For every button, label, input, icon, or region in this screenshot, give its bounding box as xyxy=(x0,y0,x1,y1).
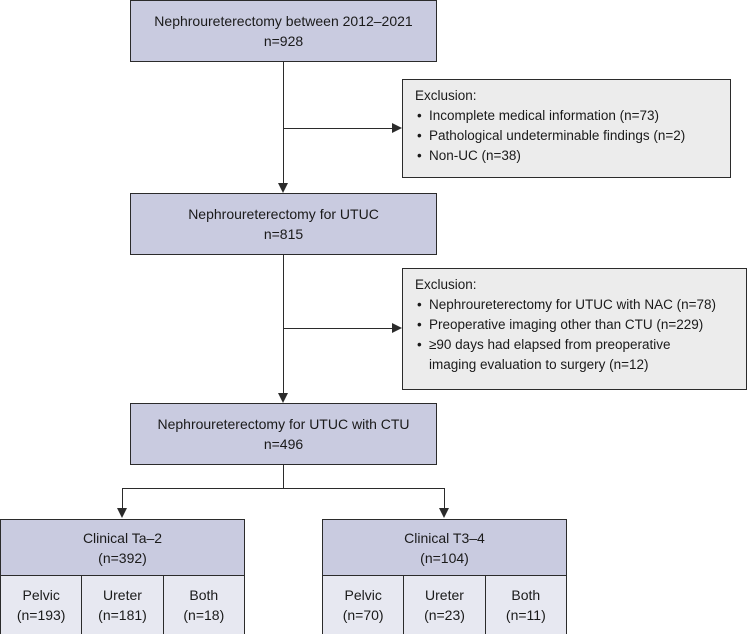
connector-split-left xyxy=(122,488,123,508)
group1-cell-both: Both (n=18) xyxy=(164,576,244,634)
cell-count: (n=11) xyxy=(505,607,546,623)
cell-label: Ureter xyxy=(425,587,464,603)
cell-label: Pelvic xyxy=(22,587,60,603)
group1-header: Clinical Ta–2 (n=392) xyxy=(1,520,244,576)
group2-count: (n=104) xyxy=(420,549,469,566)
step1-box: Nephroureterectomy between 2012–2021 n=9… xyxy=(130,0,437,62)
arrow-to-group2 xyxy=(439,508,449,518)
exclusion1-item: Non-UC (n=38) xyxy=(415,146,720,166)
group2-cells: Pelvic (n=70) Ureter (n=23) Both (n=11) xyxy=(323,576,566,634)
connector-exclusion2 xyxy=(283,328,392,329)
cell-count: (n=70) xyxy=(342,607,384,623)
step2-box: Nephroureterectomy for UTUC n=815 xyxy=(130,193,437,255)
connector-split-right xyxy=(444,488,445,508)
exclusion1-item: Incomplete medical information (n=73) xyxy=(415,106,720,126)
group-clinical-t34: Clinical T3–4 (n=104) Pelvic (n=70) Uret… xyxy=(322,519,567,634)
cell-label: Pelvic xyxy=(344,587,382,603)
group1-cells: Pelvic (n=193) Ureter (n=181) Both (n=18… xyxy=(1,576,244,634)
exclusion2-item: ≥90 days had elapsed from preoperative i… xyxy=(415,335,719,375)
step3-count: n=496 xyxy=(263,436,304,452)
connector-step1-step2 xyxy=(283,62,284,183)
exclusion1-list: Incomplete medical information (n=73) Pa… xyxy=(415,106,720,166)
cell-count: (n=18) xyxy=(183,607,225,623)
exclusion1-box: Exclusion: Incomplete medical informatio… xyxy=(402,79,731,178)
arrow-to-group1 xyxy=(117,508,127,518)
group1-cell-ureter: Ureter (n=181) xyxy=(82,576,164,634)
arrow-to-step3 xyxy=(278,393,288,403)
cell-count: (n=193) xyxy=(16,607,66,623)
cell-label: Both xyxy=(511,587,541,603)
step1-label: Nephroureterectomy between 2012–2021 xyxy=(154,13,413,29)
step1-count: n=928 xyxy=(263,33,304,49)
group1-cell-pelvic: Pelvic (n=193) xyxy=(1,576,83,634)
cell-count: (n=181) xyxy=(98,607,147,623)
group2-header: Clinical T3–4 (n=104) xyxy=(323,520,566,576)
cell-label: Ureter xyxy=(103,587,142,603)
exclusion2-box: Exclusion: Nephroureterectomy for UTUC w… xyxy=(402,268,747,390)
connector-step2-step3 xyxy=(283,255,284,393)
step2-label: Nephroureterectomy for UTUC xyxy=(188,206,379,222)
arrow-to-exclusion2 xyxy=(392,323,402,333)
connector-exclusion1 xyxy=(283,128,392,129)
group2-cell-ureter: Ureter (n=23) xyxy=(404,576,486,634)
cell-label: Both xyxy=(189,587,219,603)
group2-cell-both: Both (n=11) xyxy=(486,576,566,634)
exclusion2-item: Preoperative imaging other than CTU (n=2… xyxy=(415,315,736,335)
group2-cell-pelvic: Pelvic (n=70) xyxy=(323,576,405,634)
arrow-to-exclusion1 xyxy=(392,123,402,133)
group-clinical-ta2: Clinical Ta–2 (n=392) Pelvic (n=193) Ure… xyxy=(0,519,245,634)
step3-label: Nephroureterectomy for UTUC with CTU xyxy=(157,416,410,432)
exclusion2-title: Exclusion: xyxy=(415,277,477,292)
exclusion1-item: Pathological undeterminable findings (n=… xyxy=(415,126,720,146)
connector-split-horizontal xyxy=(122,488,445,489)
group1-count: (n=392) xyxy=(98,549,147,566)
step2-count: n=815 xyxy=(263,226,304,242)
arrow-to-step2 xyxy=(278,183,288,193)
exclusion2-item: Nephroureterectomy for UTUC with NAC (n=… xyxy=(415,295,736,315)
group2-title: Clinical T3–4 xyxy=(404,529,485,546)
cell-count: (n=23) xyxy=(424,607,465,623)
step3-box: Nephroureterectomy for UTUC with CTU n=4… xyxy=(130,403,437,465)
group1-title: Clinical Ta–2 xyxy=(82,529,163,546)
exclusion2-list: Nephroureterectomy for UTUC with NAC (n=… xyxy=(415,295,736,375)
exclusion1-title: Exclusion: xyxy=(415,88,477,103)
connector-split-stem xyxy=(283,465,284,488)
